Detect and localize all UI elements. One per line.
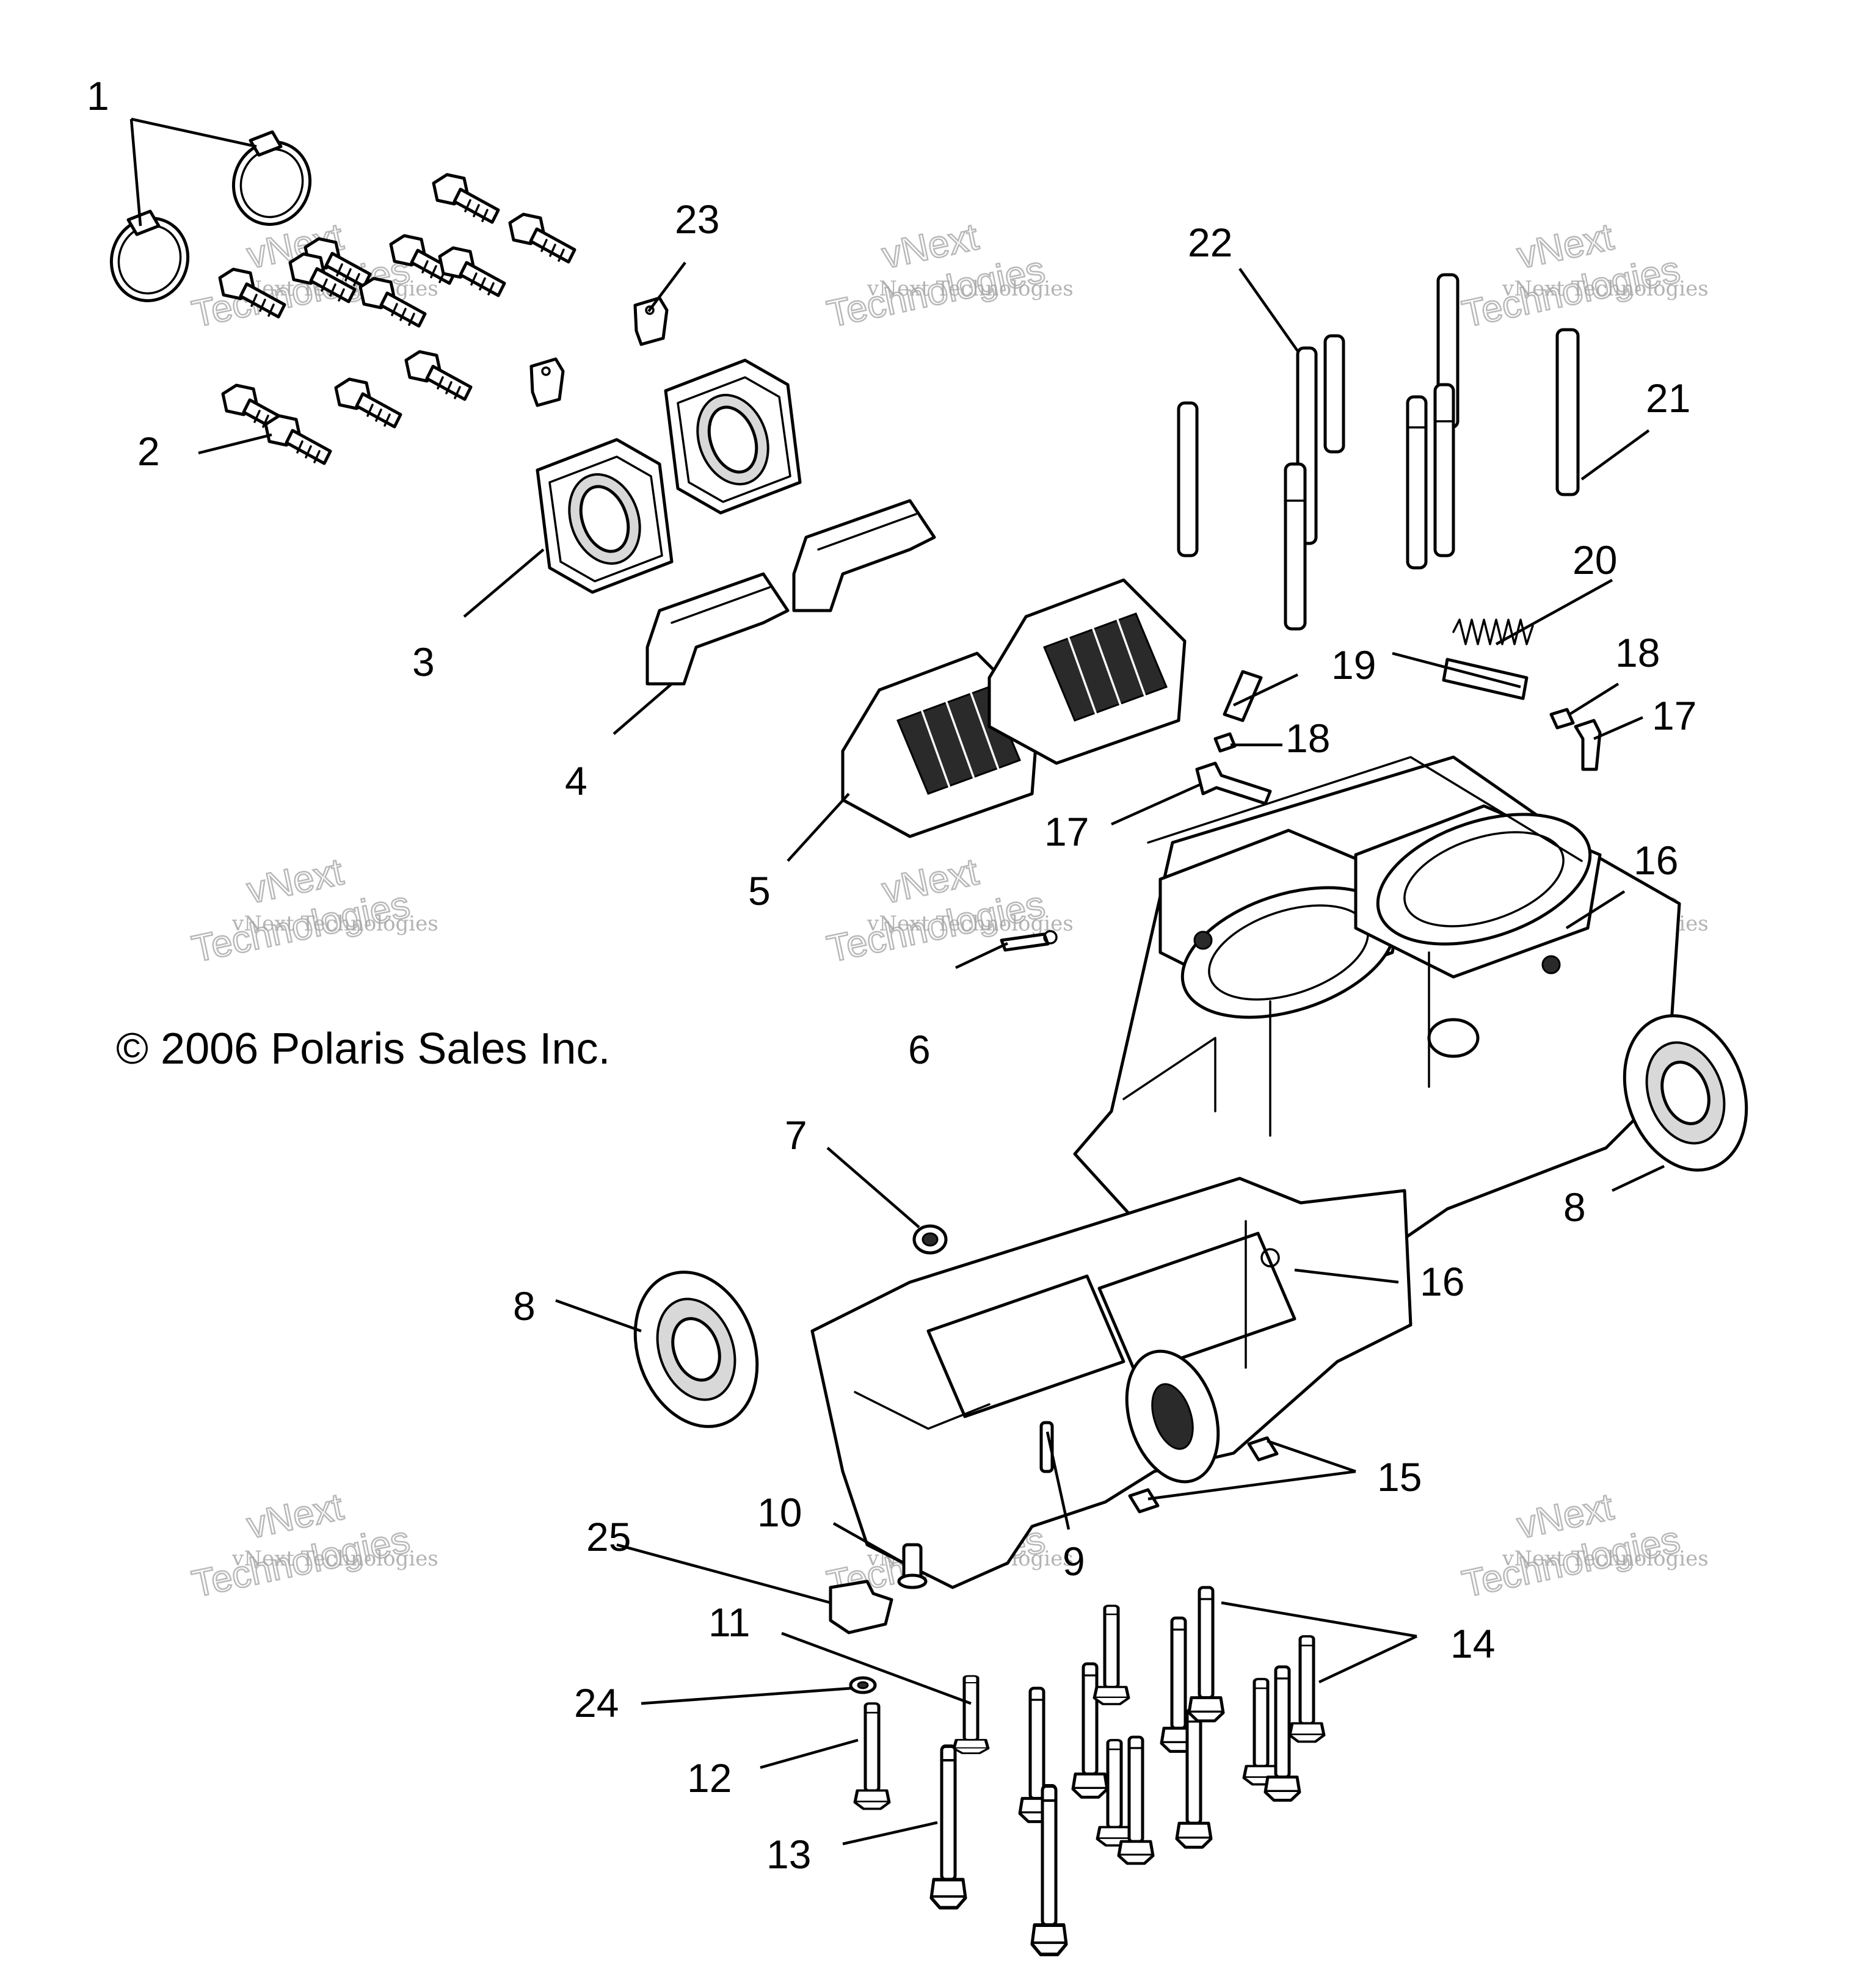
watermark: vNext vNext Technologies Technologies [823, 850, 1074, 971]
part-25-sensor [829, 1580, 893, 1634]
callout-8-left: 8 [513, 1283, 536, 1329]
part-5-reed-valves [841, 578, 1187, 838]
part-21-studs [1406, 273, 1580, 570]
callout-17-left: 17 [1044, 809, 1089, 854]
callout-19: 19 [1331, 642, 1376, 687]
callout-11: 11 [708, 1600, 751, 1645]
callout-2: 2 [137, 429, 160, 474]
part-17-fittings [1195, 719, 1602, 805]
callout-16-upper: 16 [1634, 838, 1678, 883]
part-10-fitting [897, 1543, 928, 1589]
part-7-plug [912, 1224, 948, 1255]
part-8-seal-right [1623, 1014, 1748, 1172]
part-1-hose-clamps [109, 130, 312, 302]
watermark: vNext vNext Technologies Technologies [187, 1485, 438, 1606]
svg-text:vNext Technologies: vNext Technologies [867, 277, 1074, 301]
part-15-plugs [1128, 1436, 1279, 1514]
callout-14: 14 [1450, 1621, 1495, 1666]
part-6-fitting [1000, 930, 1058, 952]
callout-labels: 1 2 3 4 5 6 7 8 8 9 10 11 12 13 14 15 16… [87, 73, 1696, 1877]
svg-text:vNext Technologies: vNext Technologies [867, 912, 1074, 936]
svg-text:vNext Technologies: vNext Technologies [1502, 277, 1709, 301]
callout-22: 22 [1188, 220, 1232, 265]
callout-20: 20 [1572, 537, 1617, 582]
part-3-intake-adapters [536, 358, 802, 594]
part-16-crankcase-lower [810, 1177, 1412, 1589]
callout-23: 23 [675, 197, 719, 242]
svg-text:vNext Technologies: vNext Technologies [1502, 1547, 1709, 1571]
part-24-washer [849, 1676, 877, 1694]
part-11-bolt [954, 1676, 988, 1754]
callout-16-lower: 16 [1420, 1259, 1464, 1304]
watermark: vNext vNext Technologies Technologies [823, 215, 1074, 336]
callout-17-right: 17 [1652, 693, 1696, 738]
part-12-bolt [855, 1703, 889, 1809]
callout-7: 7 [785, 1112, 807, 1158]
callout-4: 4 [565, 758, 587, 804]
callout-6: 6 [908, 1027, 931, 1072]
part-14-bolts [1073, 1587, 1324, 1863]
part-8-seal-left [633, 1271, 759, 1428]
watermark: vNext vNext Technologies Technologies [187, 850, 438, 971]
part-4-reed-stops [645, 499, 936, 686]
callout-15: 15 [1377, 1454, 1422, 1500]
callout-9: 9 [1063, 1539, 1085, 1584]
svg-text:vNext Technologies: vNext Technologies [231, 1547, 438, 1571]
callout-8-right: 8 [1563, 1184, 1586, 1230]
callout-25: 25 [586, 1514, 631, 1559]
callout-10: 10 [757, 1490, 802, 1535]
callout-3: 3 [412, 639, 435, 684]
callout-13: 13 [766, 1832, 811, 1877]
callout-18-left: 18 [1285, 716, 1330, 761]
watermark: vNext vNext Technologies Technologies [1458, 1485, 1709, 1606]
callout-24: 24 [574, 1680, 619, 1725]
part-13-bolts [931, 1688, 1066, 1954]
callout-1: 1 [87, 73, 109, 118]
copyright-notice: © 2006 Polaris Sales Inc. [116, 1025, 610, 1073]
callout-18-right: 18 [1615, 630, 1660, 675]
watermark: vNext vNext Technologies Technologies [1458, 215, 1709, 336]
part-9-dowel [1039, 1421, 1054, 1473]
part-20-spring [1452, 619, 1534, 645]
leader-lines [129, 117, 1665, 1846]
callout-12: 12 [687, 1755, 732, 1801]
part-22-studs [1177, 334, 1345, 631]
callout-21: 21 [1646, 375, 1690, 421]
part-23-clips [529, 296, 669, 407]
svg-text:vNext Technologies: vNext Technologies [231, 912, 438, 936]
callout-5: 5 [748, 868, 771, 913]
